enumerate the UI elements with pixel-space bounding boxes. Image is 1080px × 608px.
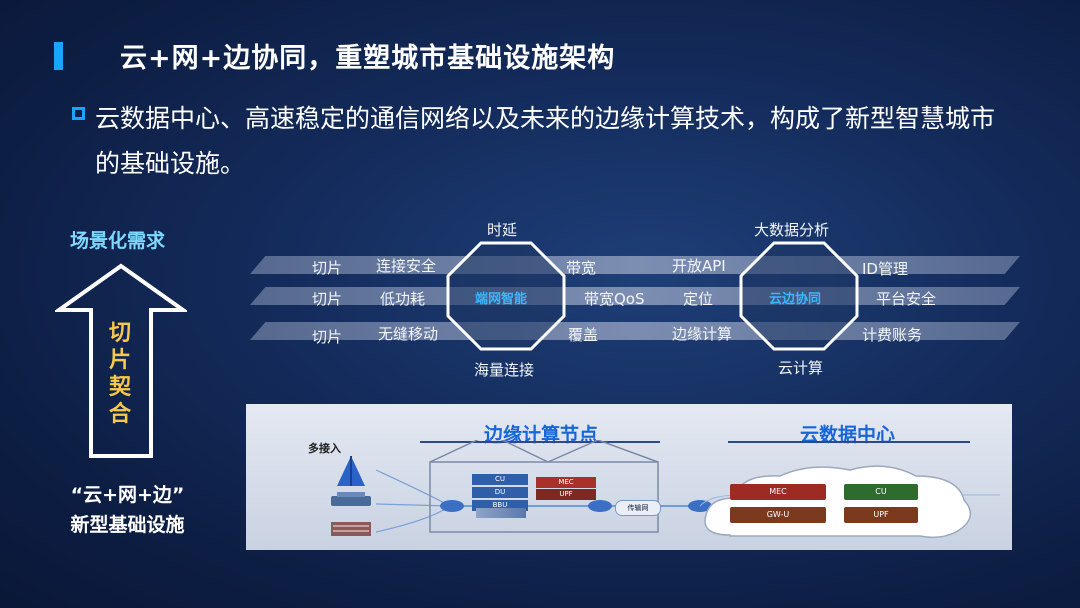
row3-label: 覆盖 — [568, 326, 599, 344]
infra-line-2: 新型基础设施 — [70, 514, 185, 536]
cloud-shape — [704, 465, 972, 539]
up-arrow-icon — [55, 263, 187, 458]
slide-title: 云+网+边协同，重塑城市基础设施架构 — [120, 43, 616, 74]
row1-label: 开放API — [672, 257, 726, 275]
network-links — [375, 440, 1000, 533]
arrow-char: 契 — [108, 375, 131, 400]
row1-label: 切片 — [312, 259, 343, 277]
cloud-title-underline — [728, 441, 970, 443]
edge-title-underline — [420, 441, 660, 443]
cloud-box-gwu: GW-U — [730, 507, 826, 523]
octagon-right-top: 大数据分析 — [754, 221, 830, 239]
row1-label: 带宽 — [566, 259, 597, 277]
infra-line-1: “云+网+边” — [70, 484, 185, 506]
row3-label: 切片 — [312, 328, 343, 346]
arrow-char: 合 — [108, 402, 131, 427]
scene-demand-label: 场景化需求 — [70, 230, 166, 252]
multi-access-label: 多接入 — [308, 442, 341, 455]
edge-node-title: 边缘计算节点 — [484, 424, 599, 446]
chip-bbu: BBU — [472, 500, 528, 511]
octagon-right-shape — [739, 241, 859, 351]
row3-label: 计费账务 — [862, 326, 923, 344]
octagon-right-bottom: 云计算 — [778, 359, 824, 377]
cloud-box-mec: MEC — [730, 484, 826, 500]
access-devices-icon — [331, 456, 371, 536]
chip-du: DU — [472, 487, 528, 498]
row1-label: ID管理 — [862, 260, 908, 278]
octagon-left-top: 时延 — [487, 221, 518, 239]
chip-cu: CU — [472, 474, 528, 485]
octagon-right-center: 云边协同 — [769, 292, 822, 307]
slide-paragraph: 云数据中心、高速稳定的通信网络以及未来的边缘计算技术，构成了新型智慧城市的基础设… — [95, 104, 996, 178]
octagon-left-shape — [446, 241, 566, 351]
cloud-box-cu: CU — [844, 484, 918, 500]
infra-label: “云+网+边” 新型基础设施 — [40, 480, 215, 540]
octagon-left-bottom: 海量连接 — [474, 361, 535, 379]
row1-label: 连接安全 — [376, 257, 437, 275]
row2-label: 低功耗 — [380, 290, 426, 308]
row2-label: 带宽QoS — [584, 290, 645, 308]
title-accent-bar — [54, 42, 63, 70]
octagon-left-center: 端网智能 — [475, 292, 528, 307]
edge-box-upf: UPF — [536, 489, 596, 500]
cloud-dc-title: 云数据中心 — [800, 424, 896, 446]
row2-label: 平台安全 — [876, 290, 937, 308]
arrow-vertical-text: 切 片 契 合 — [100, 320, 140, 428]
row2-label: 切片 — [312, 290, 343, 308]
row3-label: 无缝移动 — [378, 325, 439, 343]
arrow-char: 片 — [108, 348, 131, 373]
cloud-box-upf: UPF — [844, 507, 918, 523]
edge-box-mec: MEC — [536, 477, 596, 488]
bullet-square-icon — [72, 107, 85, 120]
transport-network-label: 传输网 — [615, 500, 661, 516]
server-rack-icon — [476, 508, 526, 518]
arrow-char: 切 — [108, 321, 131, 346]
row2-label: 定位 — [683, 290, 714, 308]
row3-label: 边缘计算 — [672, 325, 733, 343]
